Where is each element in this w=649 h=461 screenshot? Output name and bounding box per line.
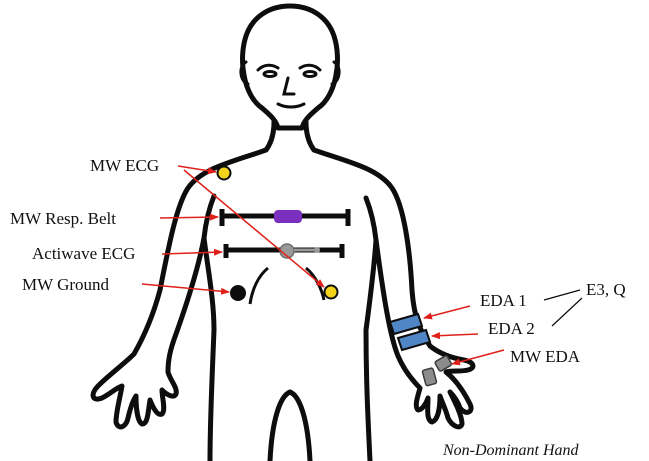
actiwave-ecg-lead-end [314,247,320,253]
right-eyebrow [300,65,320,70]
label-e3q: E3, Q [586,280,626,299]
e3q-connectors [544,290,582,326]
label-eda-2: EDA 2 [488,319,535,338]
arrow-eda-1 [424,306,470,318]
ribcage-arcs [250,268,324,304]
mouth [278,104,304,107]
eda-1-band [390,314,422,334]
resp-belt-sensor [274,210,302,223]
mw-eda-sensor-a [422,368,437,386]
eda-2-band [398,330,430,350]
mw-ecg-lower-electrode [325,286,338,299]
arrow-resp-belt [160,217,218,218]
left-rib-arc [250,268,268,304]
e3q-line-to-eda1 [544,290,580,300]
e3q-line-to-eda2 [552,298,582,326]
nose [284,78,294,94]
neck-left [266,122,274,150]
label-mw-ground: MW Ground [22,275,110,294]
label-mw-eda: MW EDA [510,347,581,366]
left-eyebrow [258,65,278,70]
body-outline [93,6,473,461]
label-mw-ecg: MW ECG [90,156,159,175]
right-inner-arm [366,198,376,240]
left-arm-outline [93,150,266,461]
neck-right [306,122,314,150]
crotch-outline [270,392,310,461]
mw-ground-electrode [230,285,246,301]
right-arm-outline [314,150,473,461]
label-eda-1: EDA 1 [480,291,527,310]
head-outline [243,6,338,128]
arrow-actiwave-ecg [162,252,222,254]
label-actiwave-ecg: Actiwave ECG [32,244,135,263]
left-eye [264,72,276,77]
label-mw-resp-belt: MW Resp. Belt [10,209,116,228]
right-eye [304,72,316,77]
mw-ecg-upper-electrode [218,167,231,180]
caption-non-dominant-hand: Non-Dominant Hand [442,442,580,459]
arrow-mw-ground [142,284,229,292]
arrow-eda-2 [432,334,478,336]
